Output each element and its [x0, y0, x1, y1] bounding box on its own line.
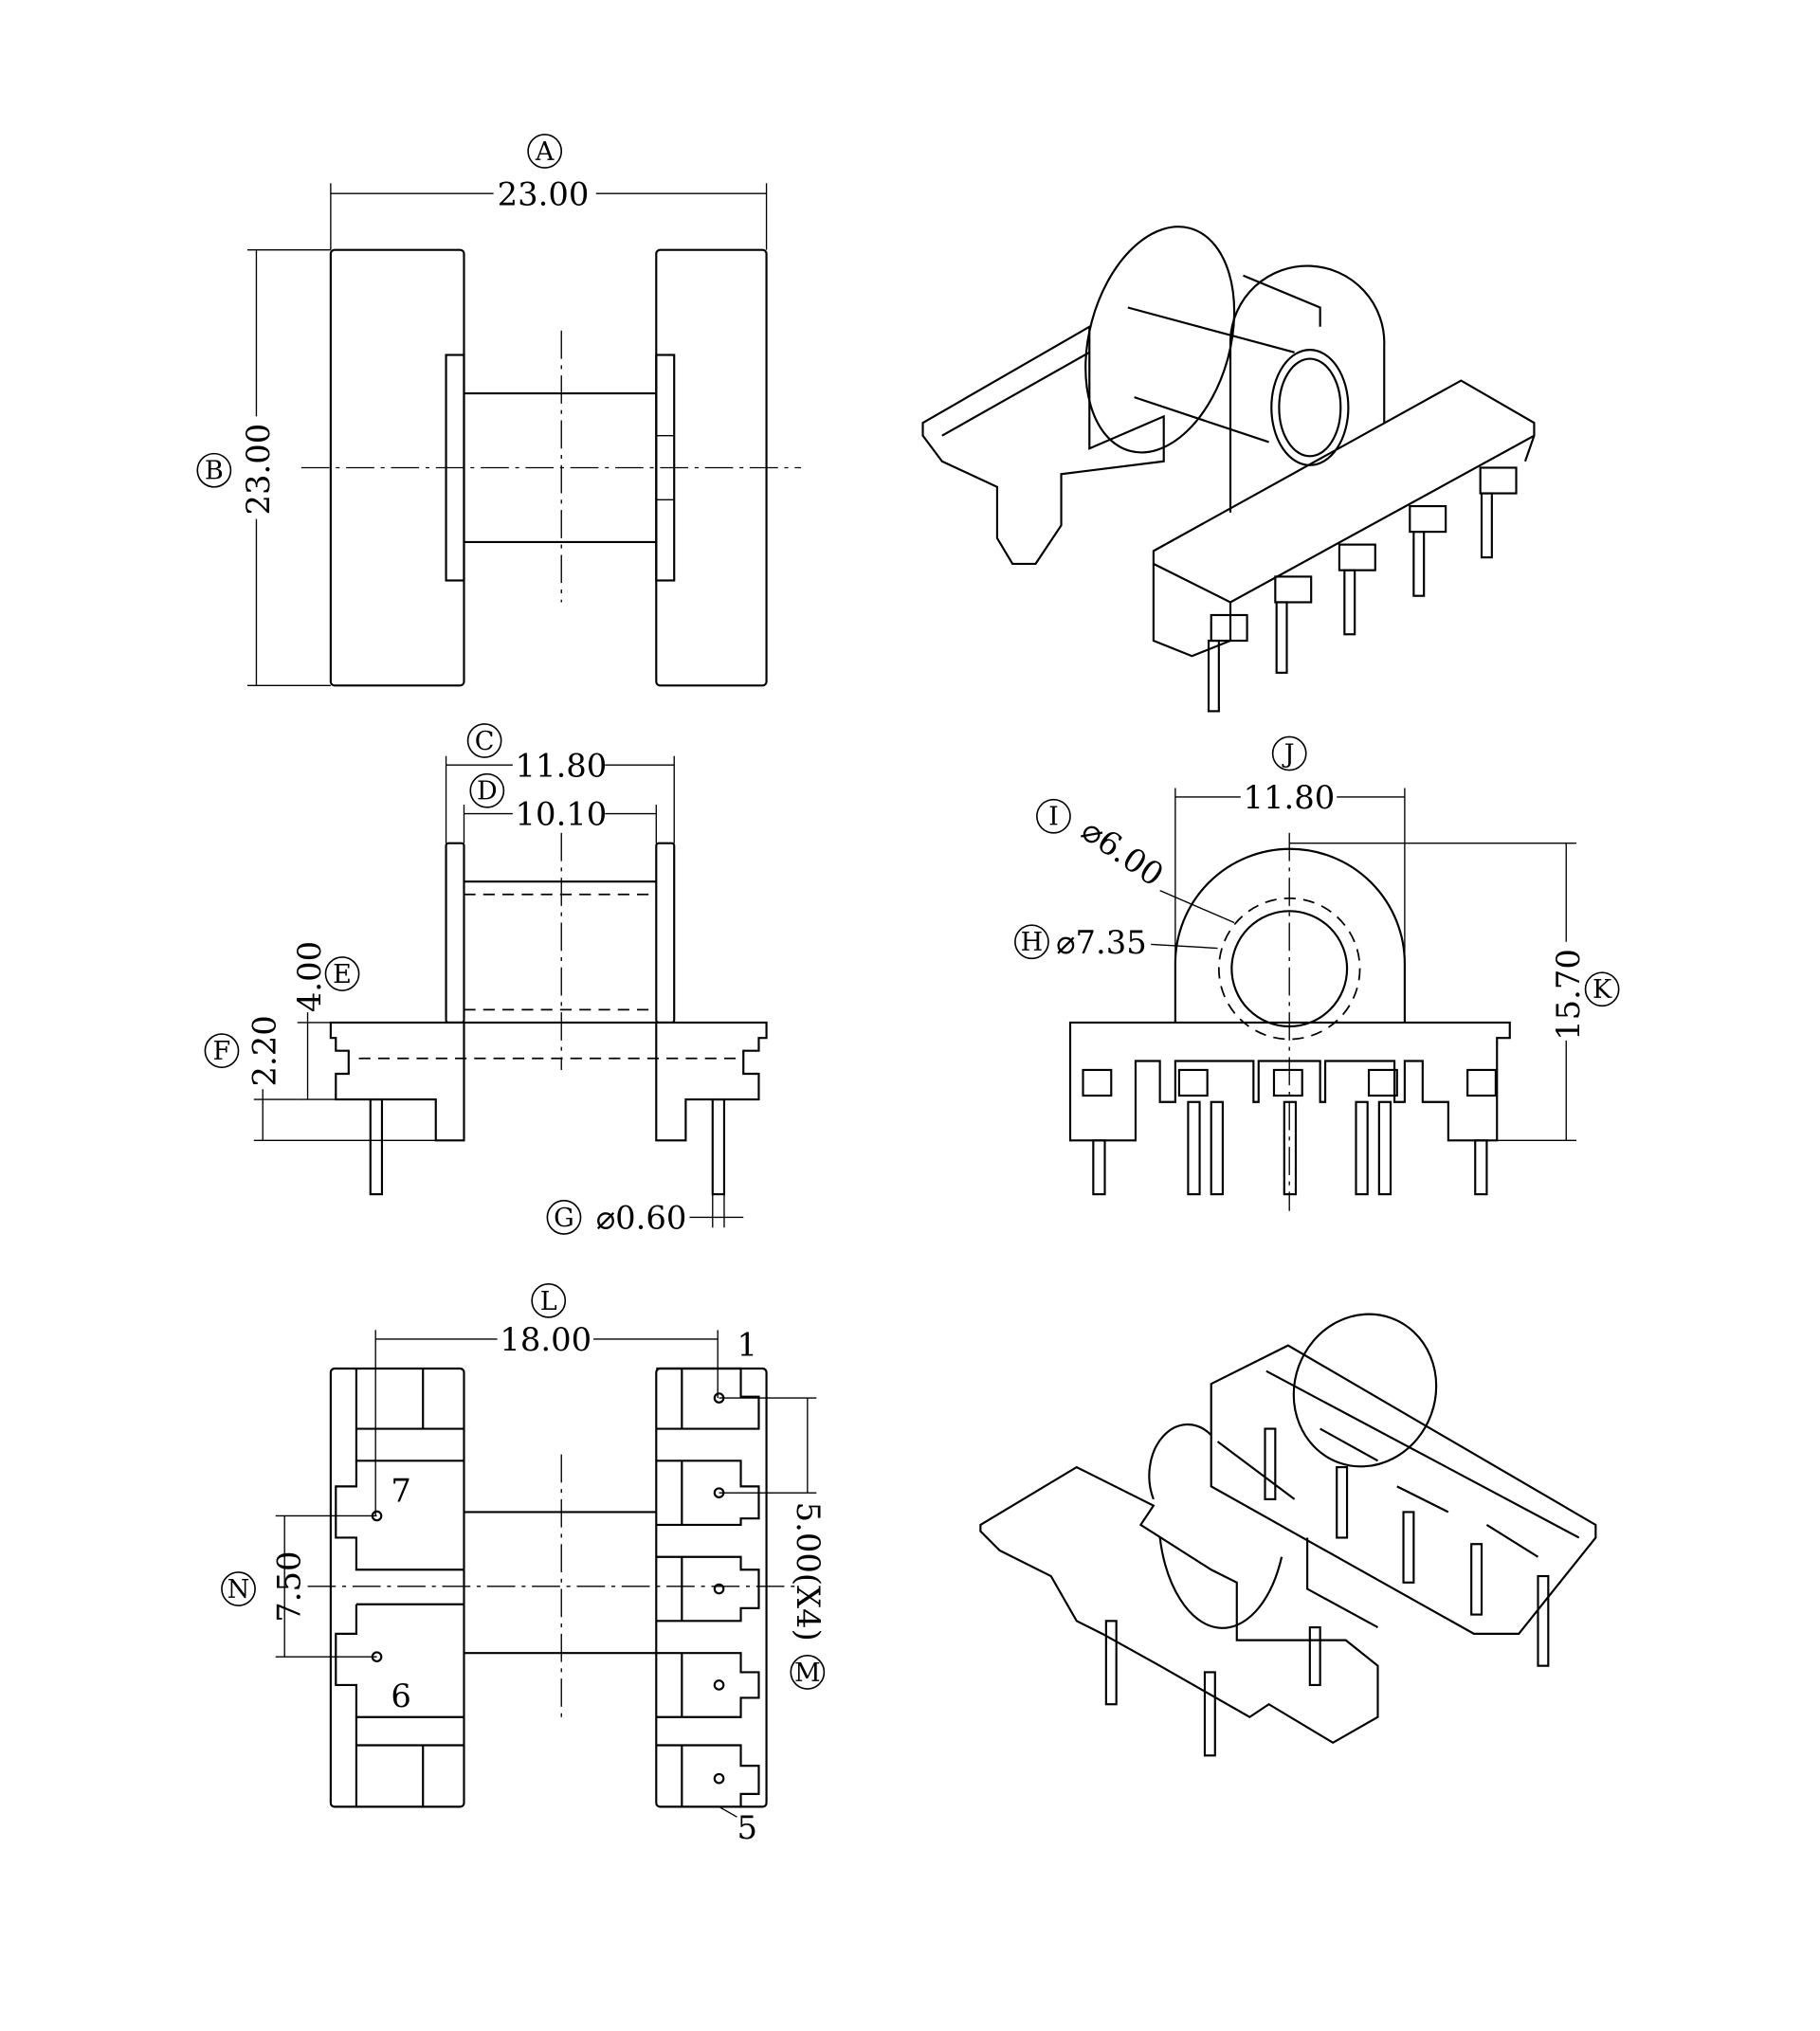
dim-value-i: ⌀6.00 — [1075, 811, 1171, 894]
dim-value-a: 23.00 — [498, 175, 590, 212]
dim-value-e: 4.00 — [291, 941, 328, 1012]
dim-letter-m: M — [794, 1659, 821, 1688]
bottom-view: L 18.00 5.00(X4) M 7.50 N 1 7 6 5 — [221, 1282, 827, 1846]
dim-letter-i: I — [1048, 803, 1059, 832]
dim-letter-e: E — [333, 960, 352, 989]
isometric-view-top — [921, 226, 1536, 713]
dim-value-f: 2.20 — [246, 1015, 283, 1086]
pin-label-5: 5 — [737, 1809, 757, 1846]
dim-value-m: 5.00(X4) — [790, 1502, 827, 1641]
dim-value-d: 10.10 — [516, 796, 608, 833]
dim-value-g: ⌀0.60 — [596, 1200, 687, 1237]
dim-value-c: 11.80 — [516, 747, 608, 784]
dim-letter-n: N — [228, 1575, 250, 1605]
dim-letter-g: G — [554, 1204, 574, 1233]
pin-label-1: 1 — [737, 1326, 757, 1363]
dim-letter-h: H — [1021, 928, 1044, 957]
dim-letter-a: A — [535, 137, 555, 167]
dim-letter-c: C — [475, 727, 495, 756]
top-view: A 23.00 23.00 B — [196, 134, 802, 687]
dim-letter-b: B — [205, 457, 224, 486]
dim-value-n: 7.50 — [270, 1550, 307, 1622]
dim-value-j: 11.80 — [1244, 779, 1336, 816]
pin-label-7: 7 — [391, 1473, 411, 1510]
dim-letter-l: L — [540, 1287, 557, 1316]
dim-value-h: ⌀7.35 — [1056, 924, 1147, 961]
dim-letter-j: J — [1282, 739, 1295, 769]
dim-letter-d: D — [477, 777, 498, 807]
pin-label-6: 6 — [391, 1677, 411, 1714]
isometric-view-bottom — [979, 1313, 1597, 1757]
dim-value-b: 23.00 — [240, 424, 277, 516]
dim-value-l: 18.00 — [500, 1321, 592, 1358]
dim-letter-f: F — [213, 1037, 231, 1066]
front-view: J 11.80 I ⌀6.00 H ⌀7.35 15.70 K — [1014, 735, 1620, 1211]
dim-value-k: 15.70 — [1550, 949, 1587, 1041]
side-view: C 11.80 D 10.10 4.00 E 2.20 F G ⌀0.60 — [204, 723, 768, 1237]
dim-letter-k: K — [1592, 975, 1612, 1005]
